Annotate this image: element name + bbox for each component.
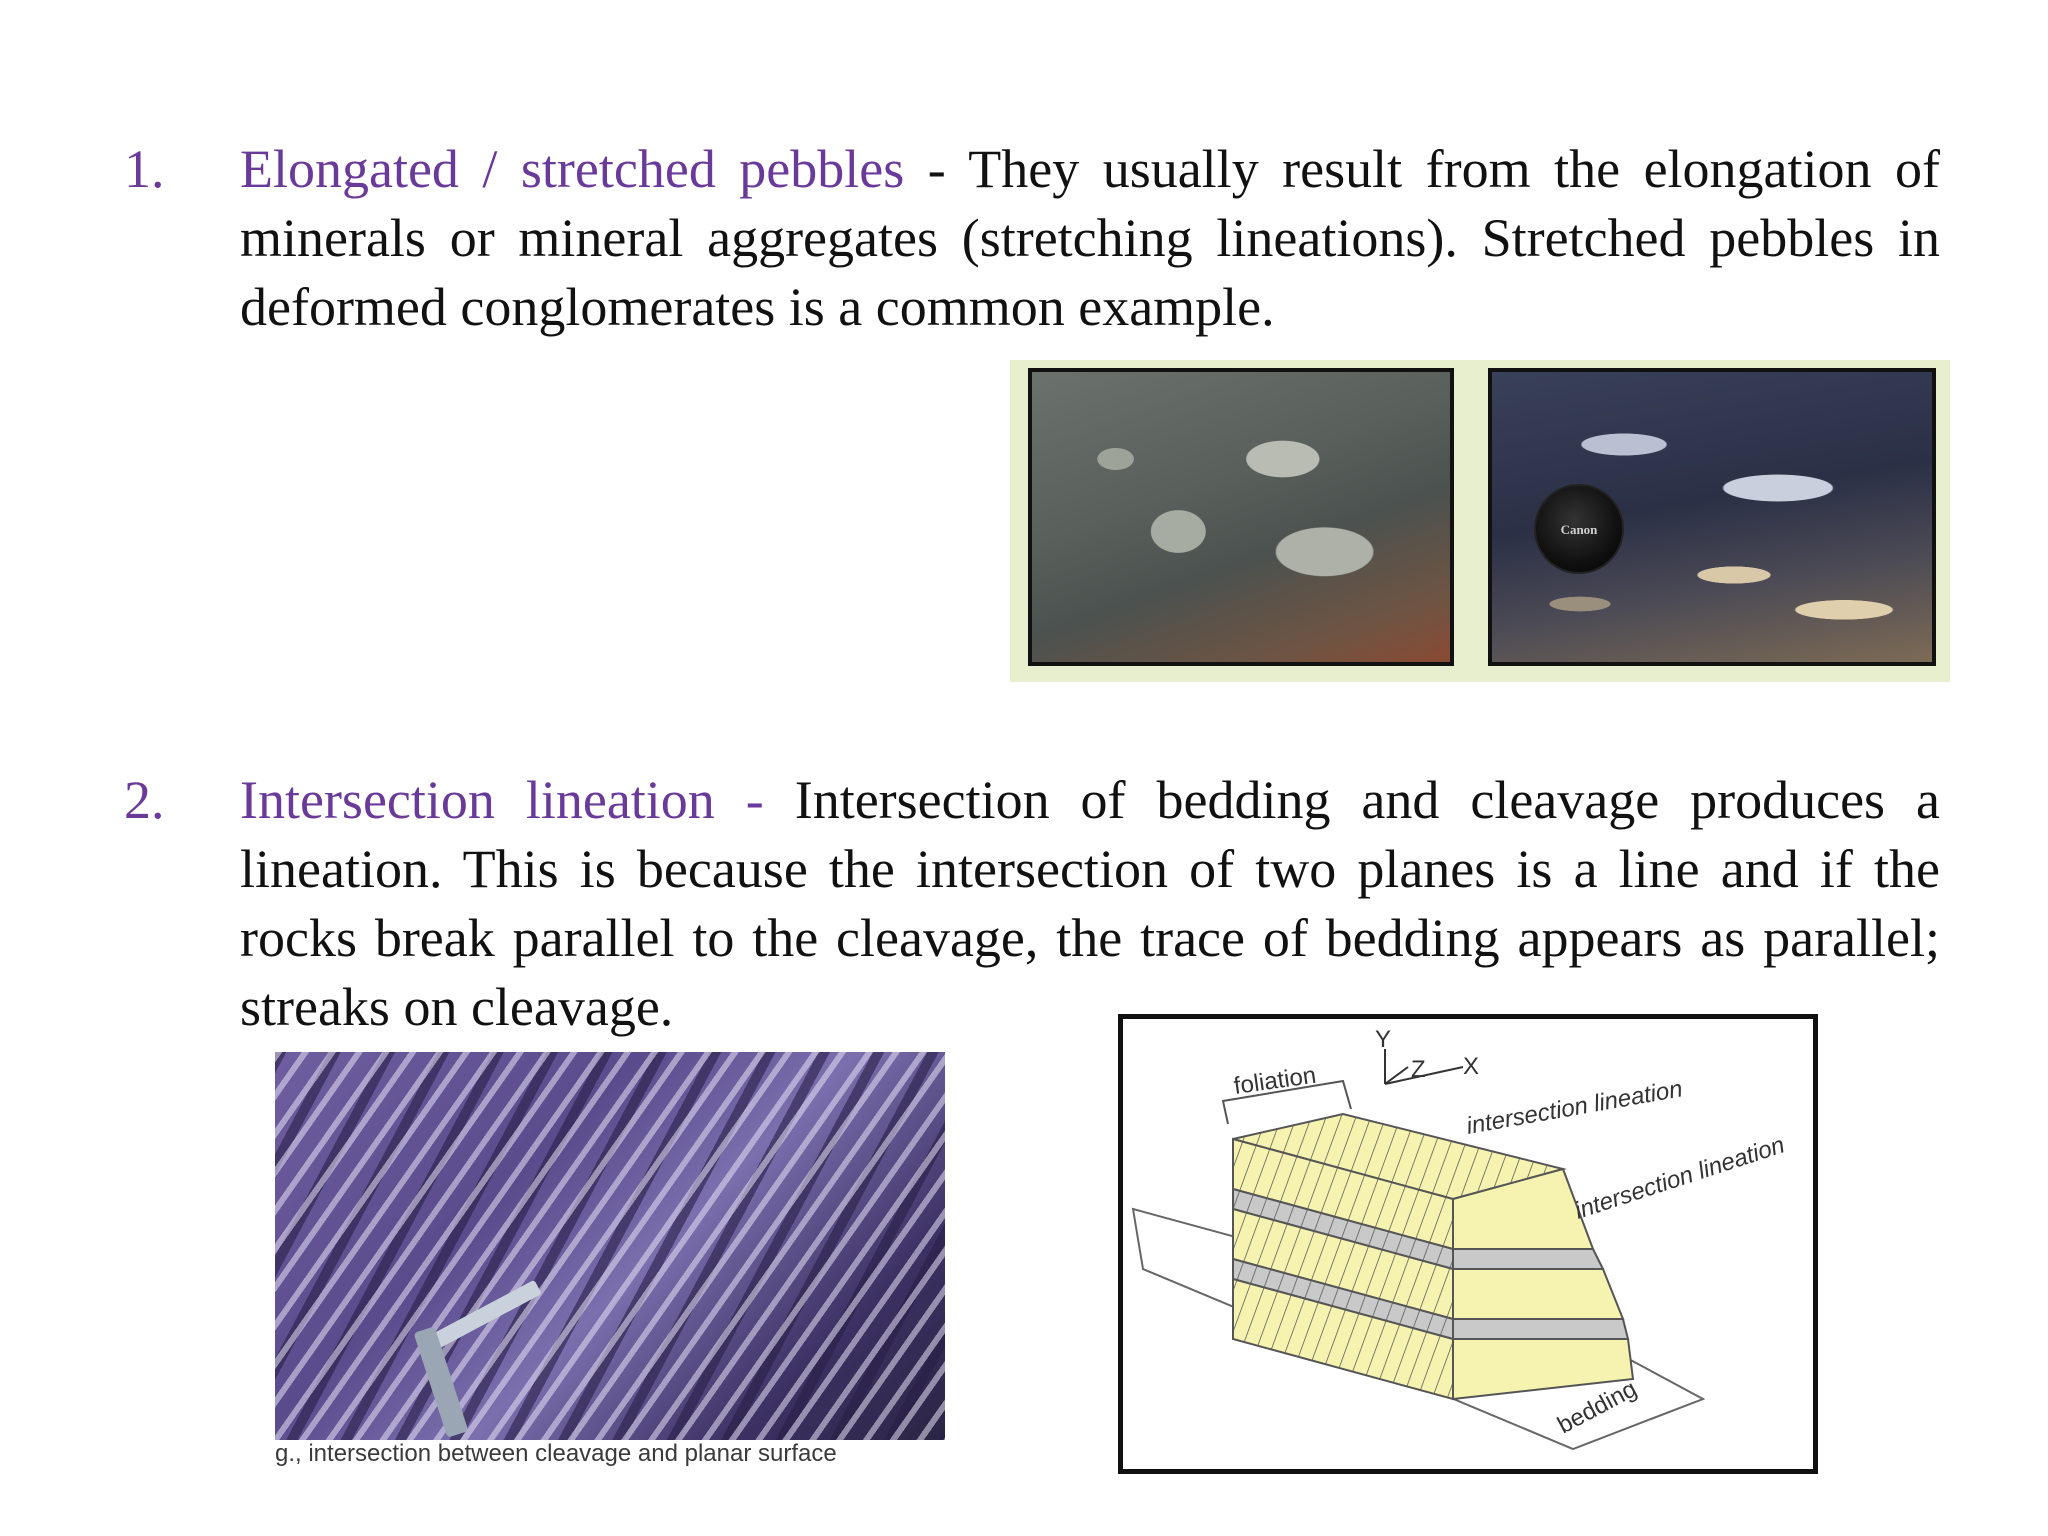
label-axis-z: Z [1411, 1056, 1426, 1083]
item-description: - They usually result from the elongatio… [240, 139, 1940, 337]
conglomerate-photo-left [1028, 368, 1454, 666]
svg-text:Canon: Canon [1561, 522, 1599, 537]
conglomerate-photo-right: Canon [1488, 368, 1936, 666]
intersection-lineation-diagram: foliation Y Z X intersection lineation i… [1118, 1014, 1818, 1474]
label-axis-x: X [1463, 1053, 1479, 1080]
label-axis-y: Y [1375, 1026, 1391, 1053]
photo-caption: g., intersection between cleavage and pl… [275, 1440, 837, 1467]
item-term: Elongated / stretched pebbles [240, 139, 905, 199]
block-side-layer [1452, 1338, 1635, 1401]
stretched-pebbles-photos: Canon [1010, 360, 1950, 682]
item-number: 1. [124, 139, 165, 199]
item-number: 2. [124, 770, 165, 830]
foliation-bracket [1221, 1079, 1352, 1125]
axis-x-line [1384, 1066, 1464, 1085]
item-body: Intersection lineation - Intersection of… [240, 766, 1940, 1042]
block-side-layer [1452, 1248, 1605, 1270]
block-diagram-svg: foliation Y Z X intersection lineation i… [1131, 1026, 1788, 1451]
block-side-layer [1452, 1318, 1630, 1340]
item-term: Intersection lineation - [240, 770, 764, 830]
item-body: Elongated / stretched pebbles - They usu… [240, 135, 1940, 342]
block-side-layer [1452, 1268, 1625, 1320]
label-foliation: foliation [1232, 1062, 1318, 1100]
axis-z-line [1384, 1066, 1409, 1085]
item-description: Intersection of bedding and cleavage pro… [240, 770, 1941, 1037]
lens-cap: Canon [1534, 484, 1624, 574]
label-intersection-side: intersection lineation [1572, 1131, 1788, 1224]
intersection-lineation-photo [275, 1052, 945, 1440]
label-intersection-top: intersection lineation [1464, 1075, 1684, 1140]
lens-cap-logo: Canon [1561, 522, 1599, 537]
hammer-head [428, 1279, 542, 1351]
